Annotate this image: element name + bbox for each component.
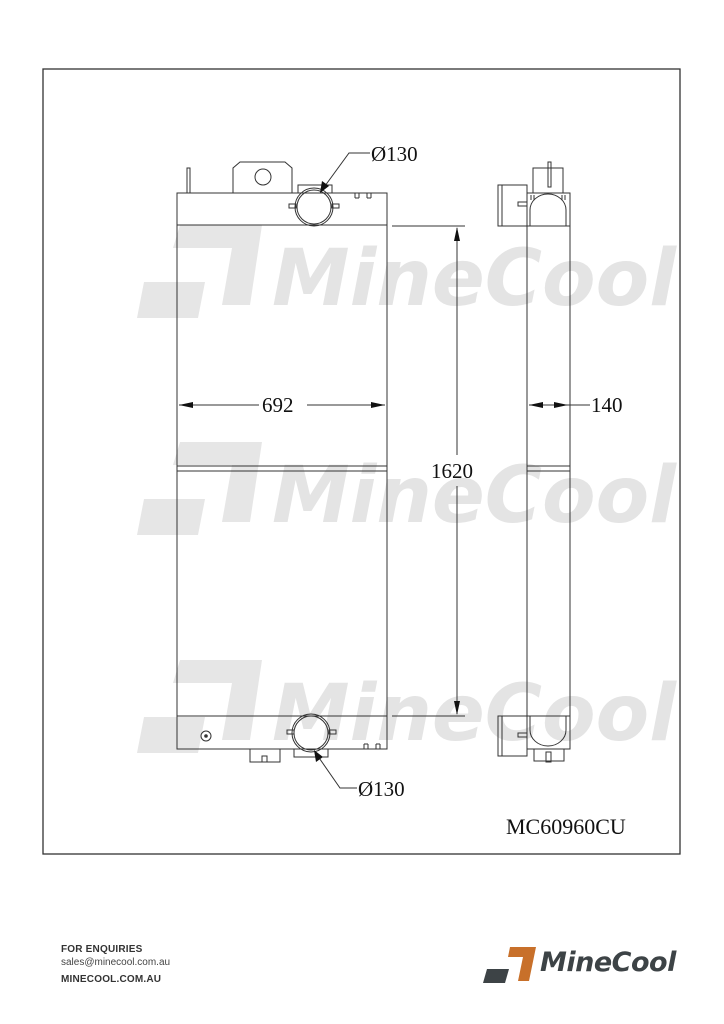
enquiries-label: FOR ENQUIRIES: [61, 944, 143, 955]
footer-contact: FOR ENQUIRIES sales@minecool.com.au MINE…: [61, 943, 170, 985]
top-inlet-pipe: [294, 187, 334, 227]
dimension-lines: [179, 152, 590, 789]
watermark-text: MineCool: [272, 451, 677, 541]
watermark-logo-bottom: MineCool: [137, 660, 677, 759]
watermark-text: MineCool: [272, 669, 677, 759]
logo-mark-icon: [483, 947, 536, 983]
logo-text: MineCool: [540, 947, 676, 978]
watermark-group: MineCool MineCool MineCool: [137, 225, 677, 759]
width-dimension: 692: [262, 393, 294, 417]
part-number: MC60960CU: [506, 814, 626, 839]
email-link[interactable]: sales@minecool.com.au: [61, 957, 171, 968]
watermark-logo-top: MineCool: [137, 225, 677, 324]
inlet-diameter-label: Ø130: [371, 142, 418, 166]
front-view: [176, 161, 388, 763]
watermark-logo-middle: MineCool: [137, 442, 677, 541]
drawing-frame: [42, 68, 681, 855]
depth-dimension: 140: [591, 393, 623, 417]
website-link[interactable]: MINECOOL.COM.AU: [61, 974, 162, 985]
height-dimension: 1620: [431, 459, 473, 483]
watermark-text: MineCool: [272, 234, 677, 324]
outlet-diameter-label: Ø130: [358, 777, 405, 801]
bottom-outlet-pipe: [291, 713, 331, 753]
side-view: [497, 161, 571, 763]
minecool-logo: MineCool: [482, 945, 682, 987]
